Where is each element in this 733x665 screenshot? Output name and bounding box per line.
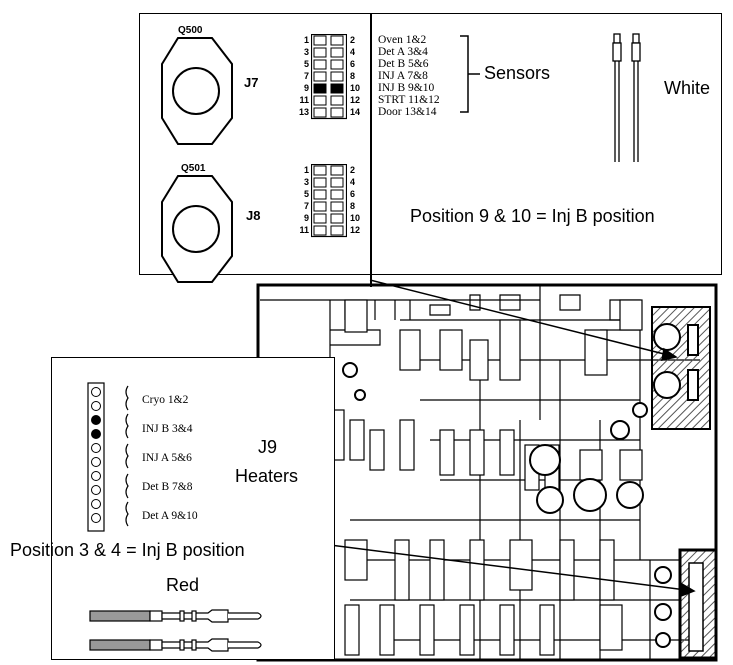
j8-pin-grid: [311, 164, 347, 238]
pin-number: 11: [299, 95, 309, 105]
heater-item: Cryo 1&2: [142, 394, 189, 406]
pin-number: 3: [303, 177, 309, 187]
j7-pin-grid: [311, 34, 347, 120]
sensor-item: STRT 11&12: [378, 94, 440, 106]
pin-number: 2: [350, 35, 356, 45]
pin-number: 10: [350, 213, 361, 223]
heater-item: Det B 7&8: [142, 481, 193, 493]
j8-pin-header: 1 3 5 7 9 11 2 4 6 8 10 12: [297, 164, 373, 264]
pin-number: 11: [299, 225, 309, 235]
inj-b-heater-position-note: Position 3 & 4 = Inj B position: [10, 540, 245, 560]
pin-number: 9: [303, 83, 309, 93]
j7-right-pin-numbers: 2 4 6 8 10 12 14: [350, 34, 366, 118]
j8-right-pin-numbers: 2 4 6 8 10 12: [350, 164, 366, 236]
sensor-item: Det A 3&4: [378, 46, 428, 58]
pin-number: 13: [298, 107, 309, 117]
pin-number: 8: [350, 201, 356, 211]
pin-number: 10: [350, 83, 361, 93]
heater-item: Det A 9&10: [142, 510, 198, 522]
white-wire-label: White: [664, 78, 711, 98]
heater-item: INJ A 5&6: [142, 452, 192, 464]
pin-number: 4: [350, 177, 356, 187]
j8-left-pin-numbers: 1 3 5 7 9 11: [297, 164, 309, 236]
chip-q500-icon: [161, 37, 233, 145]
pin-number: 7: [303, 71, 309, 81]
pin-number: 5: [303, 189, 309, 199]
sensor-bracket: [460, 35, 480, 113]
inj-b-sensor-position-note: Position 9 & 10 = Inj B position: [410, 206, 655, 226]
heater-brackets: [125, 385, 129, 527]
chip-q501-icon: [161, 175, 233, 283]
connector-j8-label: J8: [246, 208, 261, 223]
pin-number: 6: [350, 189, 356, 199]
pin-number: 12: [350, 225, 361, 235]
heater-item: INJ B 3&4: [142, 423, 193, 435]
white-wire-pins-icon: [612, 33, 641, 162]
sensors-label: Sensors: [484, 63, 551, 83]
pin-number: 7: [303, 201, 309, 211]
pin-number: 8: [350, 71, 356, 81]
pin-number: 14: [350, 107, 361, 117]
j7-left-pin-numbers: 1 3 5 7 9 11 13: [297, 34, 309, 118]
sensor-item: Det B 5&6: [378, 58, 429, 70]
connector-j7-label: J7: [244, 75, 259, 90]
connector-j9-label: J9: [258, 437, 278, 457]
heater-list: Cryo 1&2 INJ B 3&4 INJ A 5&6 Det B 7&8 D…: [142, 386, 198, 531]
sensor-item: Oven 1&2: [378, 34, 427, 46]
pin-number: 9: [303, 213, 309, 223]
sensor-item: INJ B 9&10: [378, 82, 435, 94]
red-wire-pins-icon: [89, 609, 262, 652]
chip-q500-label: Q500: [178, 25, 203, 36]
heaters-label: Heaters: [235, 466, 299, 486]
pin-number: 2: [350, 165, 356, 175]
pin-number: 6: [350, 59, 356, 69]
chip-q501-label: Q501: [181, 163, 206, 174]
sensor-connector-panel: [139, 13, 722, 275]
pin-number: 12: [350, 95, 361, 105]
pin-number: 1: [303, 165, 309, 175]
pin-number: 1: [303, 35, 309, 45]
red-wire-label: Red: [166, 575, 200, 595]
j9-pin-strip: [87, 382, 105, 532]
pin-number: 5: [303, 59, 309, 69]
pin-number: 3: [303, 47, 309, 57]
sensor-list: Oven 1&2 Det A 3&4 Det B 5&6 INJ A 7&8 I…: [378, 34, 440, 118]
sensor-item: Door 13&14: [378, 106, 437, 118]
pin-number: 4: [350, 47, 356, 57]
sensor-item: INJ A 7&8: [378, 70, 428, 82]
j7-pin-header: 1 3 5 7 9 11 13 2 4 6 8 10 12 14: [297, 34, 373, 146]
divider-line: [370, 13, 372, 287]
